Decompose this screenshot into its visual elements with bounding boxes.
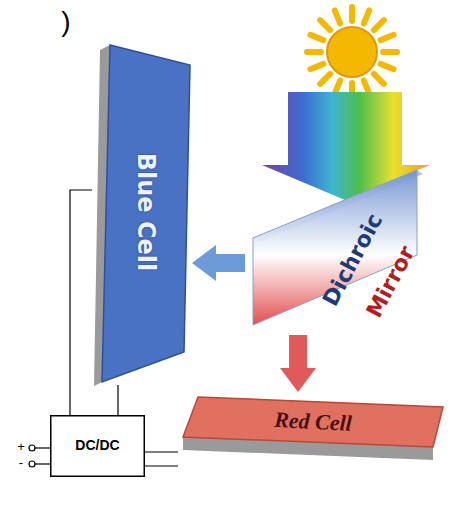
sun-ray [335, 10, 340, 23]
red-light-arrow [289, 335, 307, 368]
converter-box: DC/DC [50, 415, 145, 477]
converter-box-label: DC/DC [75, 438, 119, 453]
red-cell-outline [178, 392, 446, 477]
wire [145, 465, 178, 466]
sun-ray [383, 49, 397, 55]
sun-ray [349, 7, 355, 21]
sun-ray [381, 35, 394, 40]
sun-ray [310, 35, 323, 40]
sun-ray [310, 64, 323, 69]
sun-ray [374, 20, 384, 30]
terminal-wire [35, 463, 50, 464]
panel-letter: ) [61, 7, 70, 38]
sun-ray [364, 10, 369, 23]
dichroic-mirror: DichroicMirror [245, 160, 430, 335]
terminal-wire [35, 447, 50, 448]
blue-light-arrow [216, 254, 245, 272]
blue-cell-label: Blue Cell [133, 153, 159, 272]
blue-cell: Blue Cell [92, 40, 192, 385]
sun-ray [335, 81, 340, 94]
wire [145, 451, 178, 452]
red-cell-label: Red Cell [274, 408, 353, 436]
sun-ray [364, 81, 369, 94]
sun-icon [307, 7, 397, 97]
wire [117, 385, 118, 415]
sun-ray [320, 20, 330, 30]
terminal [29, 461, 35, 467]
terminal-sign: + [17, 440, 25, 454]
sun-ray [381, 64, 394, 69]
terminal [29, 445, 35, 451]
sun-disc [327, 27, 377, 77]
sun-ray [307, 49, 321, 55]
red-cell: Red Cell [178, 392, 446, 477]
wire [70, 190, 92, 415]
sun-ray [320, 74, 330, 84]
terminal-sign: - [19, 456, 23, 470]
sun-ray [374, 74, 384, 84]
